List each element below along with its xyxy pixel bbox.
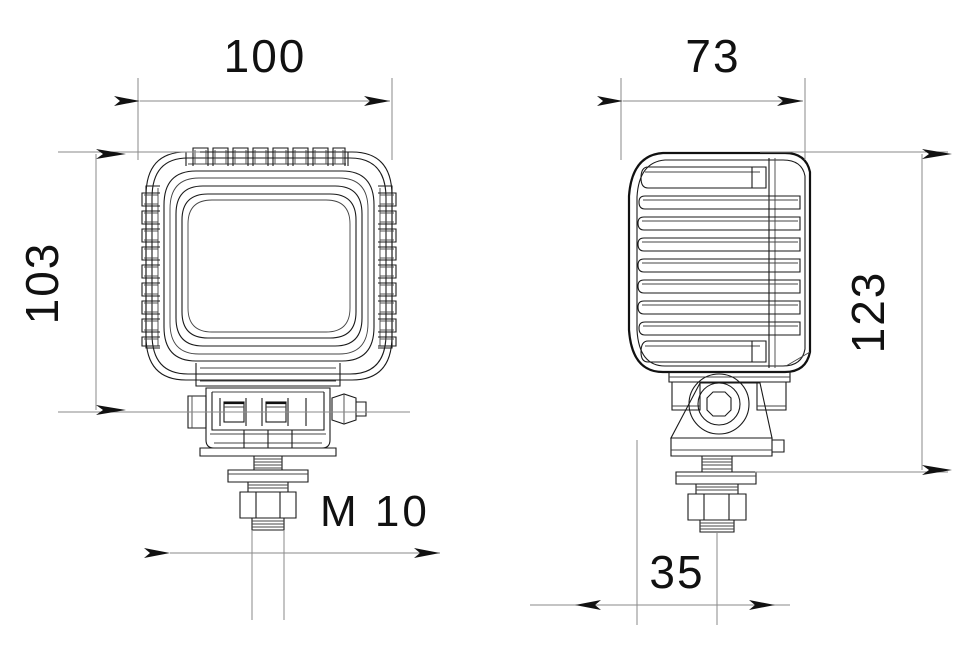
- dimension-label-depth: 73: [685, 30, 740, 82]
- front-view: [141, 147, 397, 620]
- dimension-offset-35: 35: [530, 440, 790, 625]
- side-mounting-bracket: [668, 371, 791, 457]
- front-left-fins: [141, 185, 160, 349]
- front-housing: [145, 151, 393, 381]
- dimension-label-side-height: 123: [842, 271, 894, 354]
- dimension-height-123: 123: [755, 149, 952, 475]
- dimension-label-width: 100: [224, 30, 307, 82]
- front-top-fins: [185, 147, 349, 166]
- side-heatsink-fins: [637, 166, 801, 363]
- side-view: [627, 151, 812, 620]
- front-right-fins: [378, 185, 397, 349]
- front-stud-assembly: [227, 455, 309, 620]
- dimension-label-offset: 35: [649, 546, 704, 598]
- dimension-label-thread: M 10: [320, 487, 430, 536]
- dimension-label-height: 103: [16, 242, 68, 325]
- dimension-width-100: 100: [114, 30, 393, 160]
- dimension-depth-73: 73: [597, 30, 806, 160]
- front-lower-skirt: [195, 363, 341, 387]
- side-housing: [627, 151, 812, 374]
- dimension-height-103: 103: [16, 149, 410, 415]
- dimension-thread-m10: M 10: [144, 487, 440, 592]
- front-mounting-bracket: [187, 387, 367, 457]
